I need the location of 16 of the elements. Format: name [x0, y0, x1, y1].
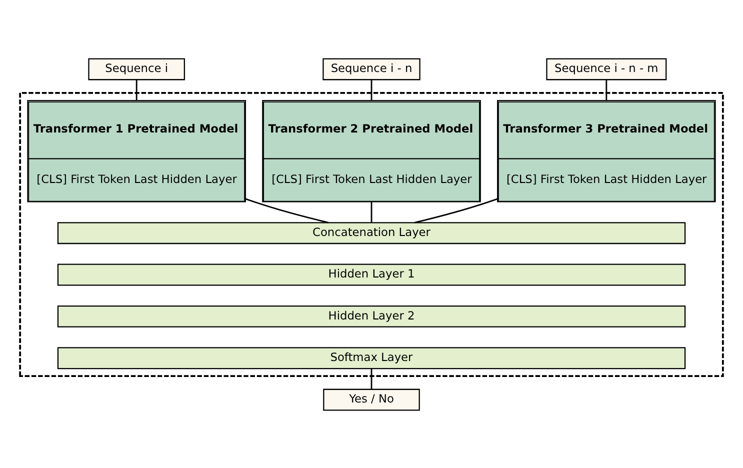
- node-box: Hidden Layer 2: [57, 304, 686, 327]
- node-box: Sequence i - n: [322, 58, 420, 80]
- node-box: Hidden Layer 1: [57, 263, 686, 286]
- node-box: Sequence i: [88, 58, 185, 80]
- connector: [136, 79, 138, 100]
- connector: [370, 201, 372, 222]
- node-box: Concatenation Layer: [57, 222, 686, 244]
- connector: [606, 79, 608, 100]
- node-box: Yes / No: [323, 388, 420, 410]
- connector: [370, 79, 372, 100]
- connector: [414, 198, 498, 223]
- cluster: [19, 91, 724, 377]
- connector: [370, 368, 372, 389]
- connector: [246, 198, 329, 223]
- node-box: Sequence i - n - m: [546, 58, 667, 80]
- node-box: Softmax Layer: [57, 346, 686, 369]
